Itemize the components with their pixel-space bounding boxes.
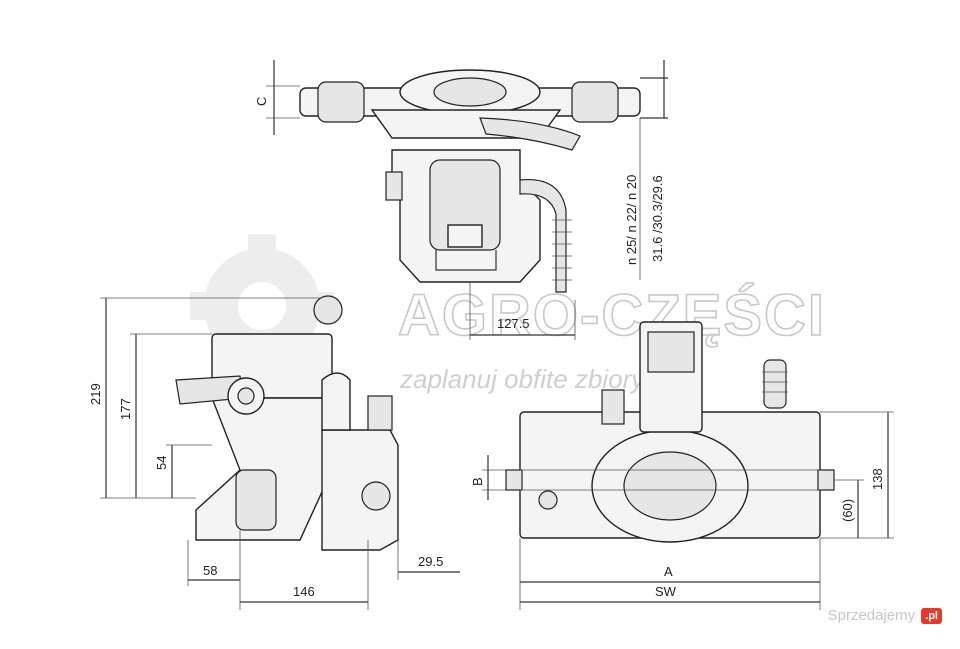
dim-146: 146	[293, 584, 315, 599]
dim-127: 127.5	[497, 316, 530, 331]
dim-top-right-2: 31.6 /30.3/29.6	[650, 175, 665, 262]
dim-219: 219	[88, 383, 103, 405]
dim-sw: SW	[655, 584, 677, 599]
side-view	[175, 295, 399, 551]
top-view	[299, 69, 641, 293]
dim-54: 54	[154, 456, 169, 470]
dim-60: (60)	[840, 499, 855, 522]
side-dimensions	[100, 297, 460, 610]
front-view	[505, 321, 835, 543]
dim-29: 29.5	[418, 554, 443, 569]
watermark-brand: AGRO-CZĘŚCI	[398, 283, 826, 348]
top-dimensions	[266, 60, 668, 340]
dim-b: B	[470, 477, 485, 486]
dim-58: 58	[203, 563, 217, 578]
dim-177: 177	[118, 398, 133, 420]
dim-top-right-1: n 25/ n 22/ n 20	[624, 175, 639, 265]
badge-suffix: .pl	[921, 607, 942, 624]
watermark-slogan: zaplanuj obfite zbiory	[399, 364, 646, 394]
dim-a: A	[664, 564, 673, 579]
front-dimensions	[482, 411, 894, 610]
dim-138: 138	[870, 468, 885, 490]
sprzedajemy-badge: Sprzedajemy .pl	[828, 607, 942, 624]
badge-text: Sprzedajemy	[827, 607, 916, 624]
dim-c-label: C	[254, 97, 269, 106]
